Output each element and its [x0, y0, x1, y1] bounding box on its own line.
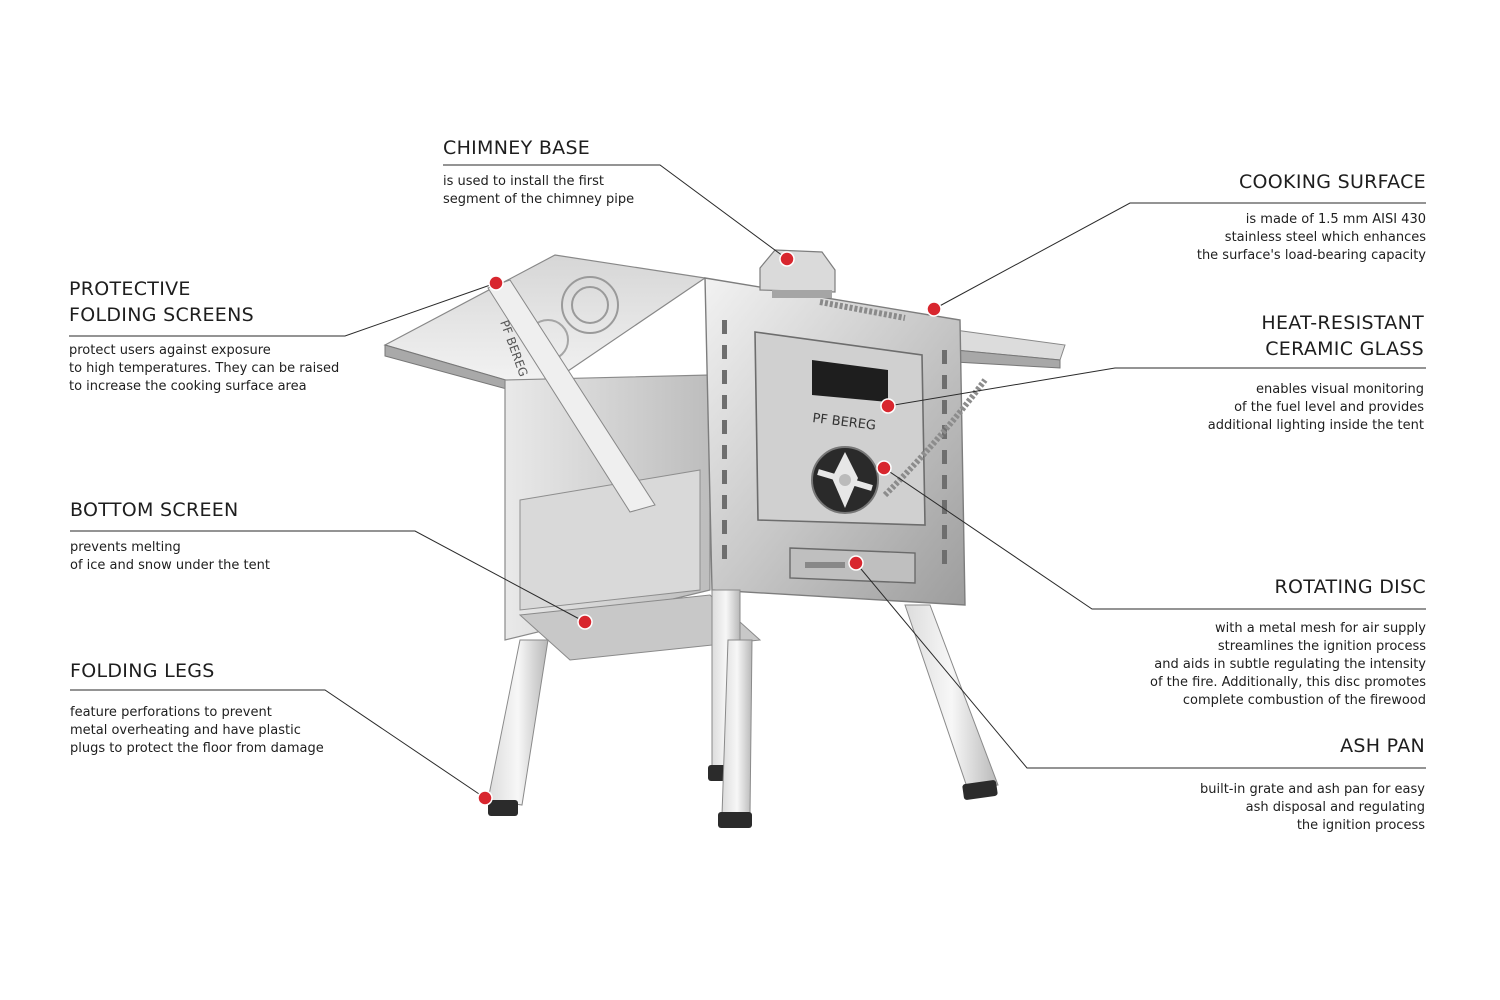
- marker-folding-legs[interactable]: [477, 790, 493, 806]
- marker-protective-screens[interactable]: [488, 275, 504, 291]
- callout-bottom-screen: BOTTOM SCREEN prevents melting of ice an…: [70, 497, 270, 575]
- callout-description: with a metal mesh for air supply streaml…: [1150, 621, 1426, 708]
- leader-lines: [69, 164, 1426, 799]
- leader-chimney-base: [443, 164, 788, 260]
- callout-rotating-disc: ROTATING DISC with a metal mesh for air …: [1150, 574, 1426, 710]
- leader-ash-pan: [855, 562, 1426, 769]
- callout-ash-pan: ASH PAN built-in grate and ash pan for e…: [1200, 733, 1425, 835]
- callout-description: is used to install the first segment of …: [443, 174, 635, 207]
- callout-title: HEAT-RESISTANT CERAMIC GLASS: [1261, 312, 1424, 360]
- callout-cooking-surface: COOKING SURFACE is made of 1.5 mm AISI 4…: [1197, 169, 1426, 265]
- marker-ceramic-glass[interactable]: [880, 398, 896, 414]
- callout-title: ASH PAN: [1340, 735, 1425, 757]
- marker-chimney-base[interactable]: [779, 251, 795, 267]
- callout-description: is made of 1.5 mm AISI 430 stainless ste…: [1196, 212, 1426, 263]
- right-folding-screen: [954, 329, 1066, 369]
- callout-title: BOTTOM SCREEN: [70, 499, 239, 521]
- marker-ash-pan[interactable]: [848, 555, 864, 571]
- callout-protective-screens: PROTECTIVE FOLDING SCREENS protect users…: [69, 276, 339, 396]
- callout-ceramic-glass: HEAT-RESISTANT CERAMIC GLASS enables vis…: [1208, 310, 1424, 435]
- leader-rotating-disc: [883, 467, 1426, 610]
- callout-title: PROTECTIVE FOLDING SCREENS: [69, 278, 254, 326]
- leader-folding-legs: [70, 689, 486, 799]
- callout-description: prevents melting of ice and snow under t…: [70, 540, 270, 573]
- marker-bottom-screen[interactable]: [577, 614, 593, 630]
- callout-title: COOKING SURFACE: [1238, 171, 1426, 193]
- callout-title: ROTATING DISC: [1274, 576, 1426, 598]
- door-handle-spring: [882, 378, 988, 498]
- callout-folding-legs: FOLDING LEGS feature perforations to pre…: [70, 658, 324, 758]
- callout-title: CHIMNEY BASE: [443, 137, 591, 159]
- leader-protective-screens: [69, 282, 497, 337]
- callout-title: FOLDING LEGS: [70, 660, 215, 682]
- stove-body: PF BEREG: [487, 279, 762, 661]
- marker-cooking-surface[interactable]: [926, 301, 942, 317]
- callout-description: feature perforations to prevent metal ov…: [70, 705, 324, 756]
- folding-legs: [487, 589, 999, 828]
- leader-bottom-screen: [70, 530, 586, 623]
- callout-chimney-base: CHIMNEY BASE is used to install the firs…: [443, 135, 634, 209]
- marker-rotating-disc[interactable]: [876, 460, 892, 476]
- callout-description: protect users against exposure to high t…: [69, 343, 340, 394]
- leader-ceramic-glass: [887, 367, 1426, 407]
- callout-description: enables visual monitoring of the fuel le…: [1207, 382, 1424, 433]
- leader-cooking-surface: [933, 202, 1426, 310]
- callout-description: built-in grate and ash pan for easy ash …: [1199, 782, 1425, 833]
- stove-front-panel: PF BEREG: [704, 277, 966, 606]
